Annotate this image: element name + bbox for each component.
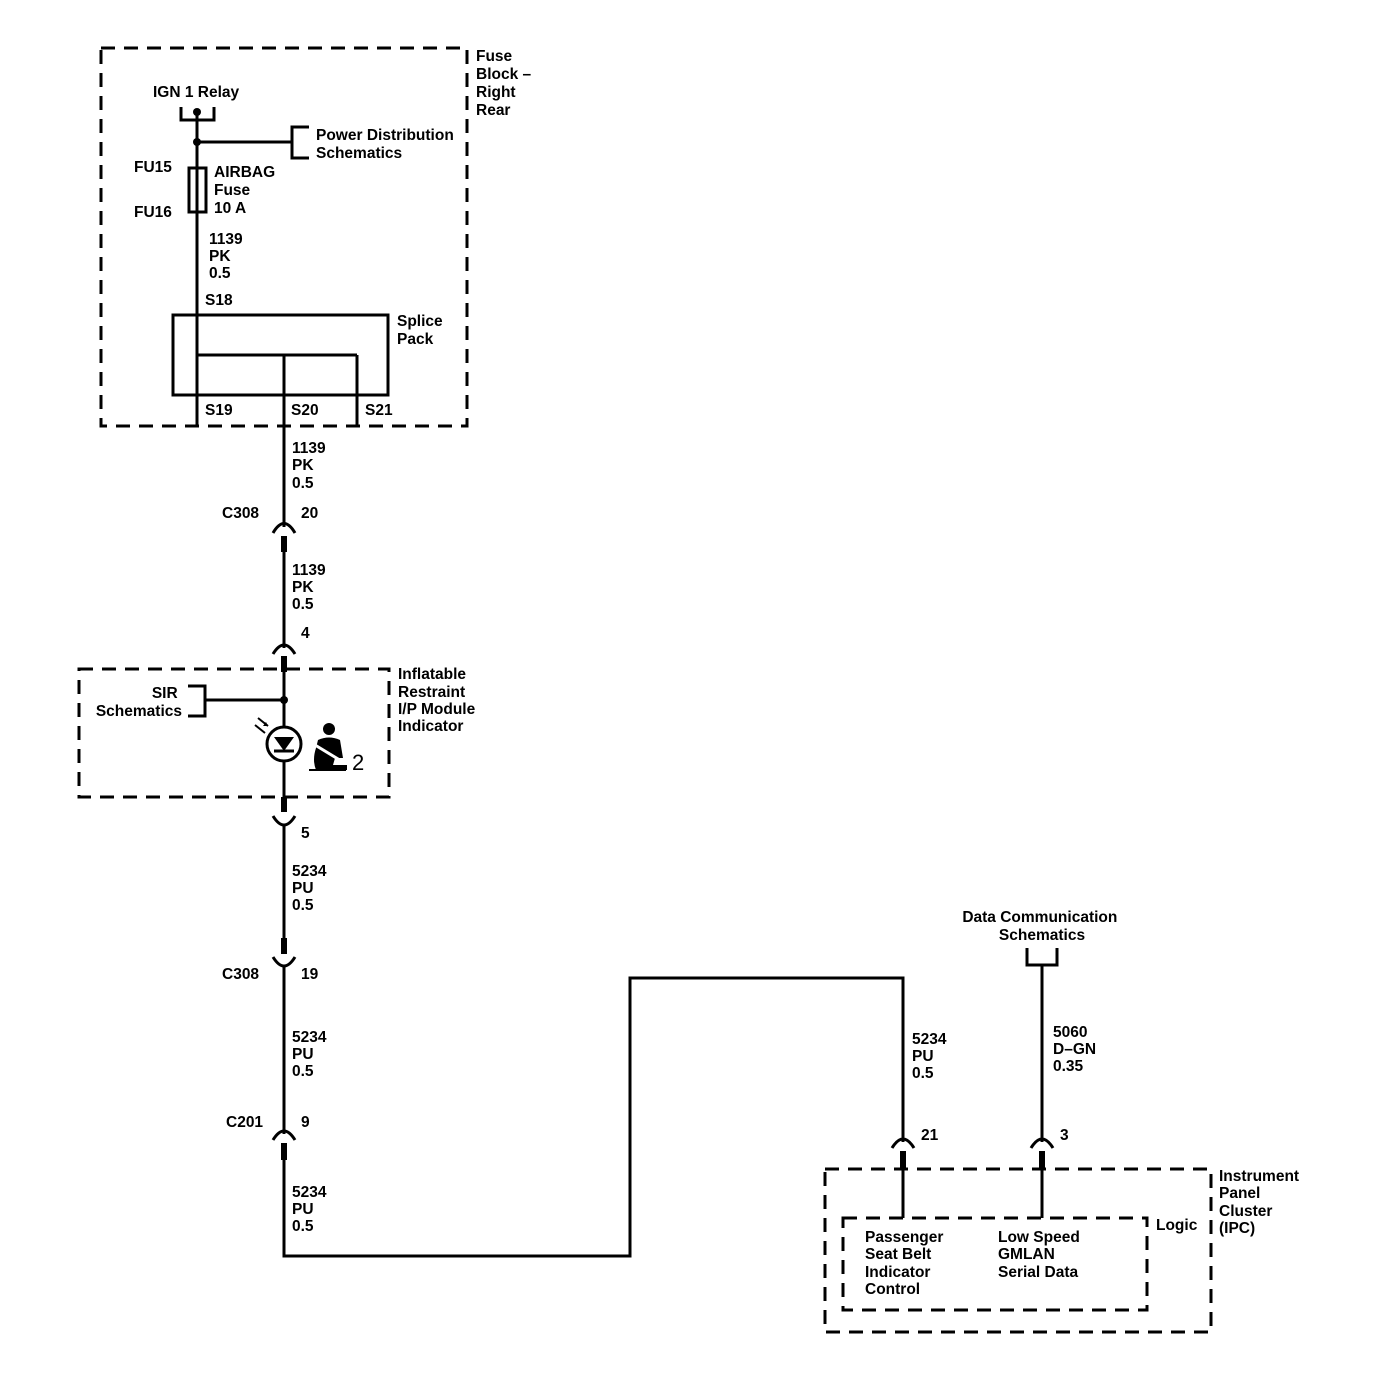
module-pin-4-connector	[271, 643, 297, 672]
module-pin-5-connector	[271, 797, 297, 827]
fuse-top-terminal: FU15	[134, 159, 172, 176]
ipc-signal-b: Low Speed GMLAN Serial Data	[998, 1229, 1084, 1281]
ipc-pin-21-connector	[890, 1137, 916, 1168]
splice-out-s20: S20	[291, 402, 319, 419]
c308-bottom-name: C308	[222, 966, 259, 983]
ipc-pin-a: 21	[921, 1127, 939, 1144]
wire-6-label: 5234 PU 0.5	[292, 1184, 331, 1235]
sir-bracket	[188, 684, 207, 718]
splice-pack	[171, 313, 390, 397]
wire-1-label: 1139 PK 0.5	[209, 231, 247, 282]
wire-7-label: 5234 PU 0.5	[912, 1031, 951, 1082]
fuse-label: AIRBAG Fuse 10 A	[214, 164, 279, 217]
c308-top-pin: 20	[301, 505, 318, 522]
power-distribution-bracket	[290, 125, 309, 160]
module-out-pin: 5	[301, 825, 310, 842]
c308-top-name: C308	[222, 505, 259, 522]
splice-pack-bus	[195, 353, 359, 426]
ipc-title: Instrument Panel Cluster (IPC)	[1219, 1168, 1303, 1237]
indicator-module-outline	[77, 667, 391, 799]
ipc-pin-3-connector	[1029, 1137, 1055, 1168]
seat-belt-icon	[309, 723, 347, 771]
c308-pin-20-connector	[271, 522, 297, 552]
ipc-pin-b: 3	[1060, 1127, 1069, 1144]
module-in-pin: 4	[301, 625, 310, 642]
splice-in-label: S18	[205, 292, 233, 309]
splice-out-s21: S21	[365, 402, 393, 419]
wire-2-label: 1139 PK 0.5	[292, 440, 330, 492]
wire-8-label: 5060 D–GN 0.35	[1053, 1024, 1100, 1075]
data-comm-bracket	[1025, 948, 1059, 967]
ign-relay-label: IGN 1 Relay	[153, 84, 240, 101]
wire-5-label: 5234 PU 0.5	[292, 1029, 331, 1080]
ipc-signal-a: Passenger Seat Belt Indicator Control	[865, 1229, 948, 1298]
ipc-logic-outline	[841, 1216, 1149, 1312]
wire-3-label: 1139 PK 0.5	[292, 562, 330, 613]
wire-4-label: 5234 PU 0.5	[292, 863, 331, 914]
fuse-block-title: Fuse Block – Right Rear	[476, 48, 535, 119]
c308-pin-19-connector	[271, 938, 297, 968]
c308-bottom-pin: 19	[301, 966, 319, 983]
c201-name: C201	[226, 1114, 263, 1131]
splice-pack-label: Splice Pack	[397, 313, 447, 348]
indicator-led-icon	[254, 717, 303, 763]
fuse-bottom-terminal: FU16	[134, 204, 172, 221]
indicator-number: 2	[352, 750, 364, 775]
c201-pin-9-connector	[271, 1129, 297, 1160]
ipc-outline	[823, 1167, 1213, 1334]
c201-pin: 9	[301, 1114, 310, 1131]
data-comm-ref: Data Communication Schematics	[962, 909, 1121, 944]
indicator-module-title: Inflatable Restraint I/P Module Indicato…	[398, 666, 480, 735]
ipc-logic-label: Logic	[1156, 1217, 1198, 1234]
splice-out-s19: S19	[205, 402, 233, 419]
wire-6-route	[282, 976, 905, 1258]
power-distribution-ref: Power Distribution Schematics	[316, 127, 458, 162]
sir-ref: SIR Schematics	[96, 685, 182, 720]
